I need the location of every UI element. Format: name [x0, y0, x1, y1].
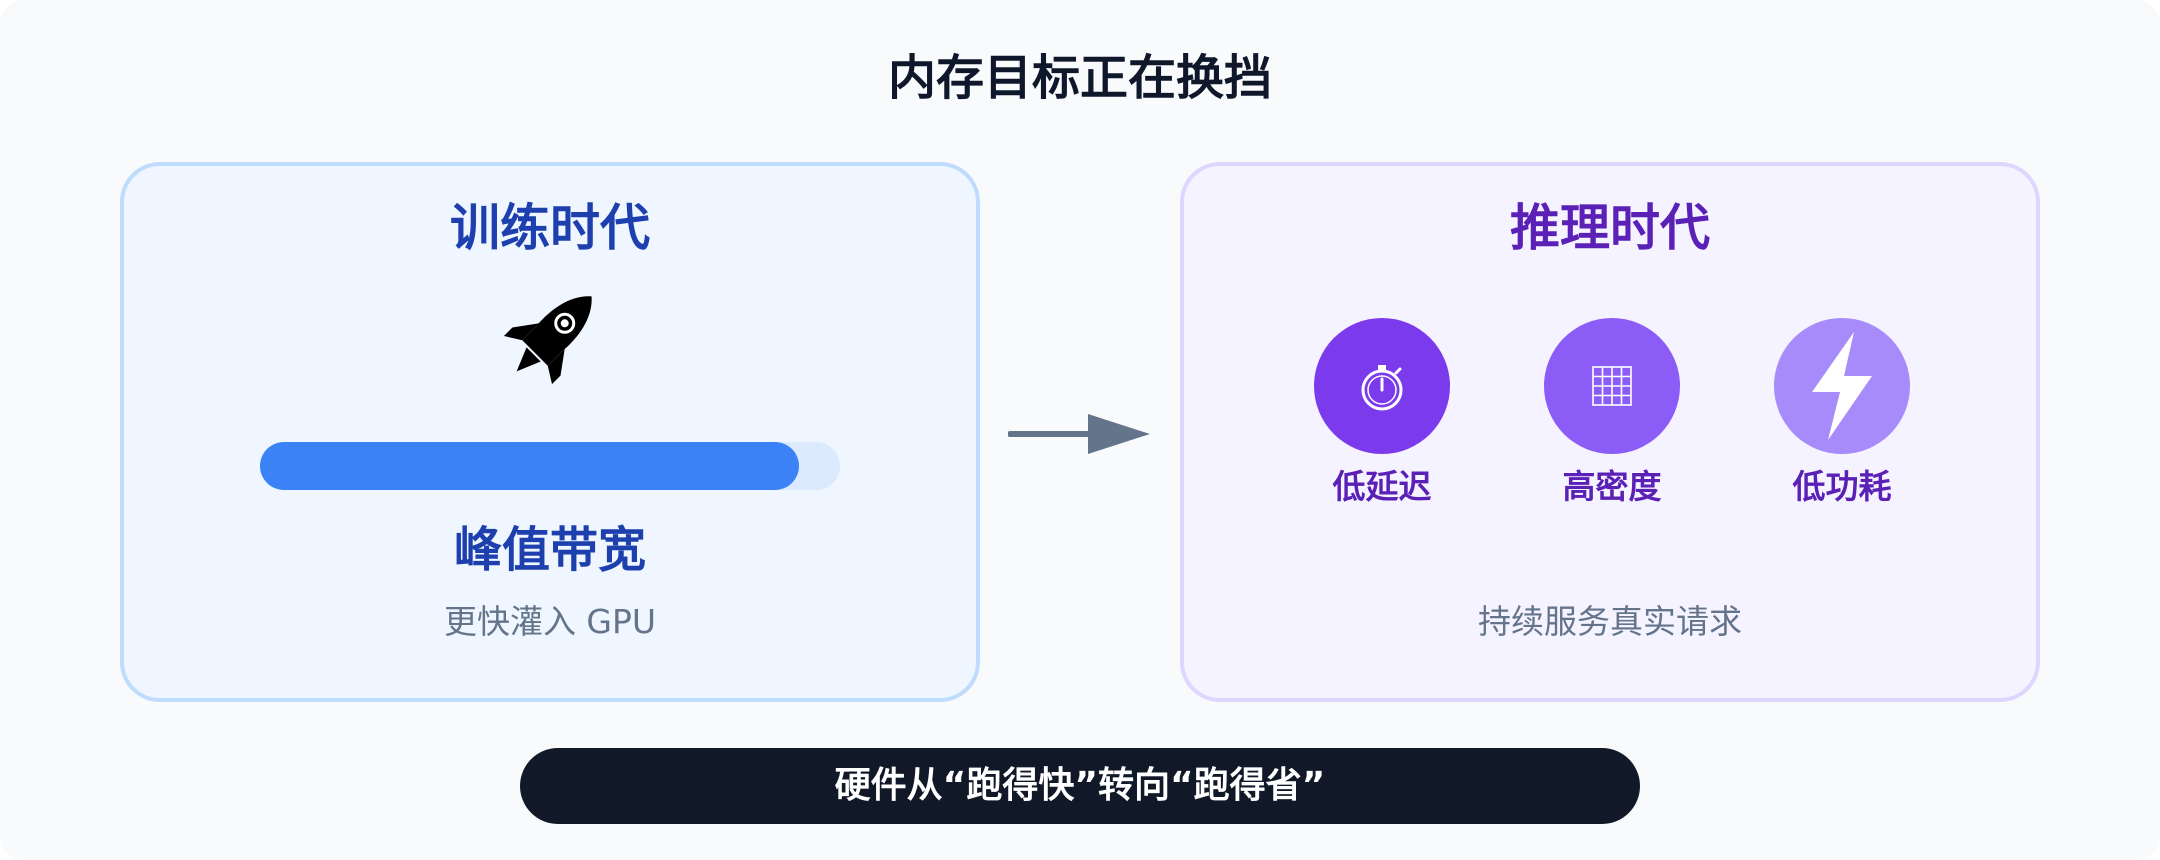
feature-low-power: 低功耗: [1747, 318, 1937, 528]
feature-label: 低功耗: [1792, 467, 1892, 506]
inference-panel: 推理时代 低延迟: [1180, 162, 2040, 702]
feature-high-density: 高密度: [1517, 318, 1707, 528]
summary-banner: 硬件从“跑得快”转向“跑得省”: [520, 748, 1640, 824]
inference-caption: 持续服务真实请求: [1478, 602, 1742, 641]
training-title: 训练时代: [450, 199, 650, 257]
rocket-icon: [503, 296, 592, 385]
inference-title: 推理时代: [1510, 199, 1710, 257]
page-title: 内存目标正在换挡: [887, 50, 1272, 106]
arrow-right-icon: [1008, 414, 1150, 454]
training-panel: 训练时代 峰值带宽 更快灌入 GPU: [120, 162, 980, 702]
feature-low-latency: 低延迟: [1287, 318, 1477, 528]
bandwidth-bar: [260, 442, 840, 490]
training-caption: 更快灌入 GPU: [443, 602, 657, 641]
stopwatch-icon: [1361, 365, 1403, 411]
feature-circle: [1544, 318, 1680, 454]
feature-circle: [1774, 318, 1910, 454]
feature-label: 高密度: [1562, 467, 1662, 506]
grid-icon: [1592, 366, 1632, 406]
bandwidth-bar-fill: [260, 442, 800, 490]
feature-circle: [1314, 318, 1450, 454]
lightning-icon: [1812, 332, 1872, 440]
feature-label: 低延迟: [1332, 467, 1432, 506]
training-subtitle: 峰值带宽: [453, 522, 646, 578]
